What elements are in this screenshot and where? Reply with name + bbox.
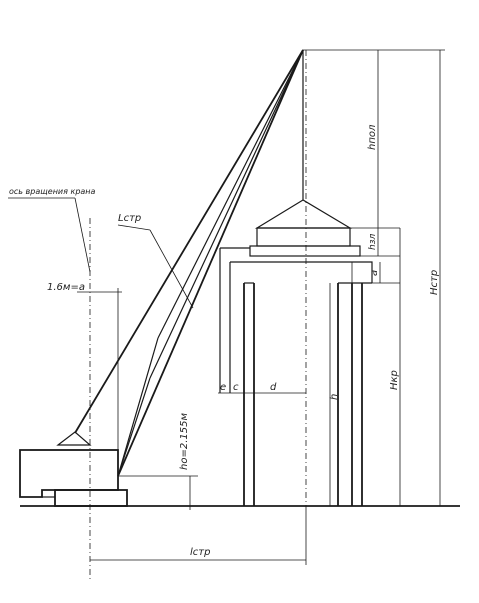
boom-length-label: Lстр bbox=[118, 213, 141, 224]
boom-label-leader bbox=[149, 229, 194, 309]
building-roof bbox=[230, 261, 373, 283]
sling-height-label: hзл bbox=[368, 234, 378, 250]
boom-height-label: Hстр bbox=[429, 270, 440, 295]
building-height-label: Hкр bbox=[389, 370, 400, 390]
boom-lower-lattice bbox=[117, 337, 159, 477]
gap-a-label: а bbox=[369, 270, 380, 276]
offset-label: 1.6м=a bbox=[47, 282, 85, 293]
reach-label: lстр bbox=[190, 547, 210, 558]
boom-brace-a bbox=[117, 377, 151, 477]
boom-top-chord bbox=[117, 49, 304, 477]
lifting-beam bbox=[256, 227, 351, 247]
gap-c-label: c bbox=[233, 382, 239, 393]
load-slab bbox=[249, 245, 361, 257]
rotation-axis-label: ось вращения крана bbox=[9, 187, 96, 196]
boom-brace-b bbox=[149, 49, 304, 379]
boom-lower-chord bbox=[157, 49, 304, 339]
crane-track bbox=[54, 489, 128, 507]
pivot-height-label: hо=2.155м bbox=[179, 413, 190, 470]
mast-head bbox=[56, 431, 92, 446]
boom-label-underline bbox=[117, 224, 151, 231]
axis-label-pointer bbox=[74, 197, 91, 273]
sling bbox=[254, 199, 353, 229]
boom-back-chord bbox=[74, 49, 304, 434]
depth-d-label: d bbox=[270, 382, 277, 393]
h-label: h bbox=[329, 394, 340, 400]
gap-e-label: e bbox=[220, 382, 226, 393]
hook-height-label: hпол bbox=[367, 124, 378, 150]
